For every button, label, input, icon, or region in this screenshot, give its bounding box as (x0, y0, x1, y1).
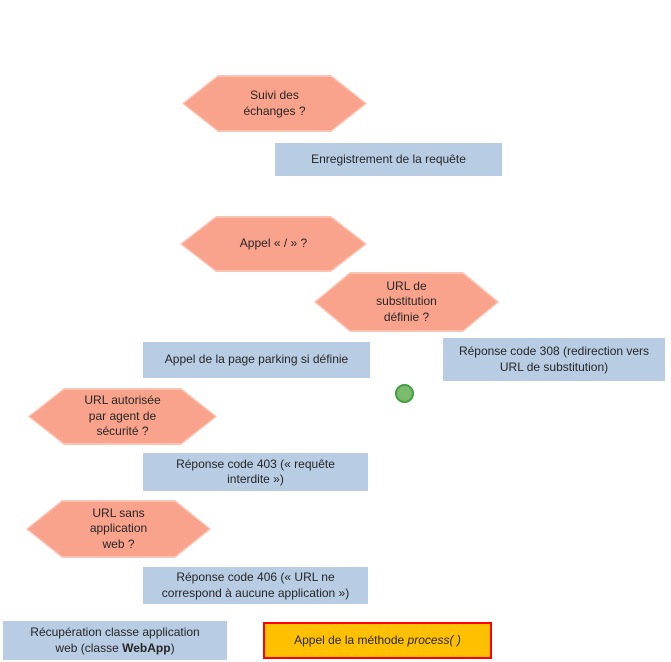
decision-suivi-echanges: Suivi des échanges ? (182, 75, 367, 132)
decision-url-substitution-label: URL de substitution définie ? (376, 278, 437, 324)
recuperation-line1: Récupération classe application (30, 625, 200, 640)
process-reponse-406-label: Réponse code 406 (« URL ne correspond à … (161, 570, 350, 600)
appel-process-prefix: Appel de la méthode (294, 632, 408, 647)
decision-url-sans-application-label: URL sans application web ? (89, 505, 148, 551)
process-enregistrement-requete-label: Enregistrement de la requête (311, 151, 466, 166)
process-reponse-403: Réponse code 403 (« requête interdite ») (143, 453, 368, 491)
connector-dot (395, 384, 414, 403)
process-recuperation-classe-label: Récupération classe application web (cla… (3, 625, 227, 656)
recuperation-line2-suffix: ) (170, 640, 175, 655)
decision-url-substitution: URL de substitution définie ? (314, 272, 499, 332)
process-enregistrement-requete: Enregistrement de la requête (275, 143, 502, 176)
process-reponse-308: Réponse code 308 (redirection vers URL d… (443, 338, 665, 381)
process-reponse-403-label: Réponse code 403 (« requête interdite ») (176, 456, 335, 486)
appel-process-method: process( ) (407, 632, 461, 647)
process-recuperation-classe: Récupération classe application web (cla… (3, 621, 227, 660)
decision-appel-racine: Appel « / » ? (180, 216, 367, 272)
process-reponse-406: Réponse code 406 (« URL ne correspond à … (143, 567, 368, 604)
process-page-parking: Appel de la page parking si définie (143, 342, 370, 378)
process-reponse-308-label: Réponse code 308 (redirection vers URL d… (458, 344, 650, 374)
terminal-appel-process-label: Appel de la méthode process( ) (265, 633, 490, 648)
decision-url-autorisee: URL autorisée par agent de sécurité ? (28, 388, 217, 445)
recuperation-classname: WebApp (122, 640, 171, 655)
decision-suivi-echanges-label: Suivi des échanges ? (243, 88, 306, 118)
decision-appel-racine-label: Appel « / » ? (239, 236, 308, 251)
process-page-parking-label: Appel de la page parking si définie (164, 352, 349, 367)
terminal-appel-process: Appel de la méthode process( ) (263, 622, 492, 659)
decision-url-autorisee-label: URL autorisée par agent de sécurité ? (84, 393, 161, 439)
recuperation-line2-prefix: web (classe (55, 640, 123, 655)
decision-url-sans-application: URL sans application web ? (26, 500, 211, 558)
